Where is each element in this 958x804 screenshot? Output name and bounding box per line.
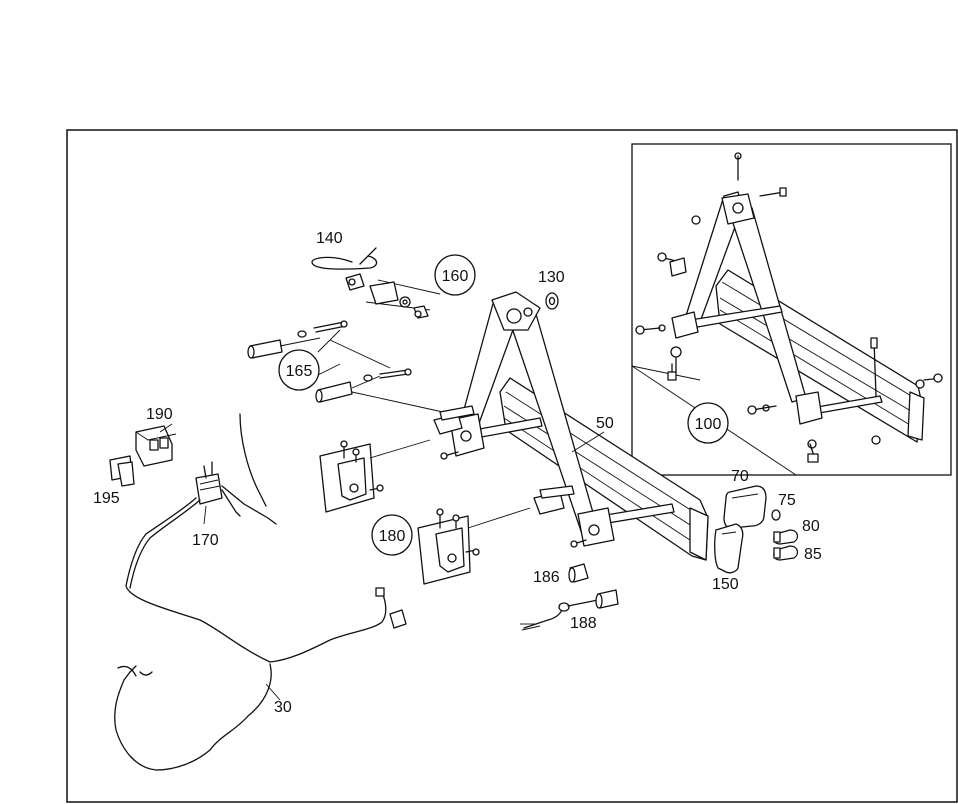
part-140-cable xyxy=(311,247,378,291)
inset-leader-2 xyxy=(631,365,701,381)
main-carrier-assembly xyxy=(440,291,709,561)
label-140: 140 xyxy=(316,230,343,247)
callout-100-circle xyxy=(687,402,729,444)
label-195: 195 xyxy=(93,490,120,507)
diagram-frame xyxy=(66,129,958,803)
part-70-lamp-lens xyxy=(723,485,767,529)
part-165-pins xyxy=(247,320,412,403)
label-180: 180 xyxy=(379,528,406,545)
label-188: 188 xyxy=(570,615,597,632)
part-188-harness xyxy=(520,589,619,631)
part-180-brackets xyxy=(319,405,575,585)
callout-160-circle xyxy=(434,254,476,296)
part-186-plug xyxy=(568,563,589,583)
part-170-module xyxy=(195,461,277,525)
label-80: 80 xyxy=(802,518,820,535)
part-30-wiring-harness xyxy=(114,413,407,771)
label-160: 160 xyxy=(442,268,469,285)
label-170: 170 xyxy=(192,532,219,549)
part-160-lock-set xyxy=(365,279,441,319)
part-190-socket xyxy=(135,425,177,467)
label-30: 30 xyxy=(274,699,292,716)
label-165: 165 xyxy=(286,363,313,380)
part-150-lamp-housing xyxy=(714,523,744,574)
callout-180-circle xyxy=(371,514,413,556)
inset-carrier-assembly xyxy=(635,152,943,463)
part-80-bulb xyxy=(773,529,799,545)
part-130-nut xyxy=(545,292,559,310)
part-75-bulb xyxy=(771,509,781,521)
label-150: 150 xyxy=(712,576,739,593)
label-190: 190 xyxy=(146,406,173,423)
label-75: 75 xyxy=(778,492,796,509)
callout-165-circle xyxy=(278,349,320,391)
label-186: 186 xyxy=(533,569,560,586)
label-70: 70 xyxy=(731,468,749,485)
part-195-relay xyxy=(109,455,135,487)
label-100: 100 xyxy=(695,416,722,433)
part-85-bulb xyxy=(773,545,799,561)
label-85: 85 xyxy=(804,546,822,563)
label-130: 130 xyxy=(538,269,565,286)
label-50: 50 xyxy=(596,415,614,432)
